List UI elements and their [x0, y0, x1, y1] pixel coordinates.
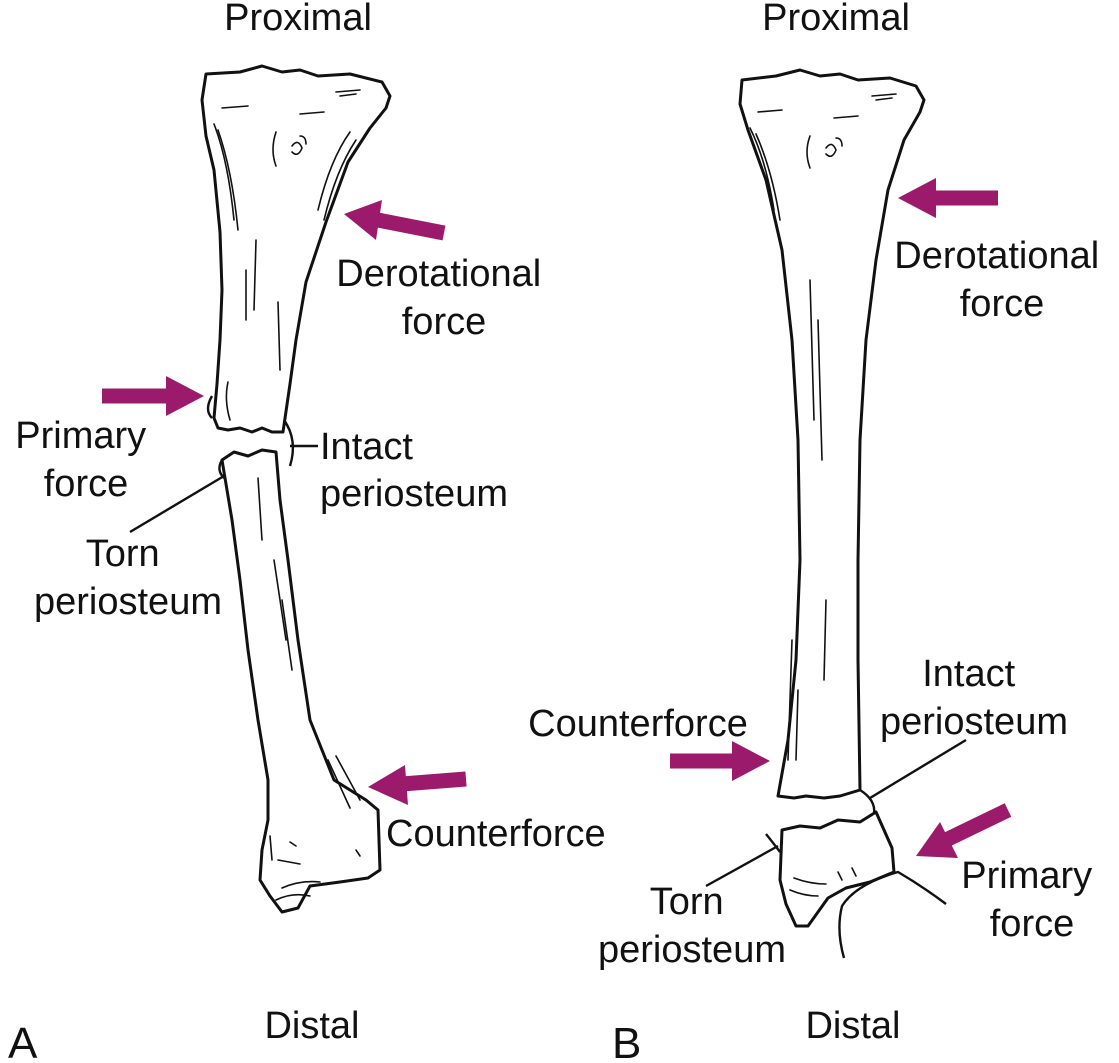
panel-a-lower-bone-fragment	[220, 448, 382, 914]
panel-a-upper-bone-fragment	[200, 64, 392, 434]
panel-a-counterforce-arrow	[368, 765, 467, 805]
panel-a-letter: A	[8, 1019, 38, 1063]
panel-b-intact-label: Intact periosteum	[880, 653, 1068, 743]
panel-b-letter: B	[612, 1019, 641, 1063]
panel-b-primary-arrow	[916, 803, 1012, 858]
panel-a: Proximal Derotational force Primary forc…	[8, 0, 606, 1063]
panel-b-derotational-arrow	[898, 178, 998, 218]
panel-b-distal-label: Distal	[805, 1005, 900, 1047]
panel-a-proximal-label: Proximal	[224, 0, 372, 39]
panel-b-derotational-label: Derotational force	[894, 235, 1109, 325]
panel-b-torn-periosteum	[765, 833, 781, 853]
panel-a-torn-label: Torn periosteum	[34, 533, 222, 623]
panel-b-upper-bone-fragment	[738, 68, 926, 800]
panel-a-derotational-label: Derotational force	[336, 253, 551, 343]
panel-b-counterforce-arrow	[670, 741, 770, 781]
panel-a-distal-label: Distal	[264, 1005, 359, 1047]
panel-b-primary-label: Primary force	[961, 855, 1102, 945]
panel-a-derotational-arrow	[344, 200, 446, 241]
panel-b: Proximal Derotational force Intact perio…	[528, 0, 1109, 1063]
panel-a-intact-periosteum	[283, 419, 295, 467]
panel-a-intact-label: Intact periosteum	[320, 426, 508, 515]
panel-b-intact-periosteum	[859, 788, 876, 815]
panel-b-torn-label: Torn periosteum	[598, 881, 786, 971]
panel-a-counterforce-label: Counterforce	[386, 813, 606, 855]
panel-b-lower-bone-fragment	[778, 810, 896, 928]
panel-b-proximal-label: Proximal	[762, 0, 910, 39]
panel-b-joint-outline	[838, 870, 947, 959]
panel-a-primary-label: Primary force	[15, 415, 156, 505]
panel-a-primary-arrow	[102, 376, 204, 416]
panel-b-counterforce-label: Counterforce	[528, 703, 748, 745]
